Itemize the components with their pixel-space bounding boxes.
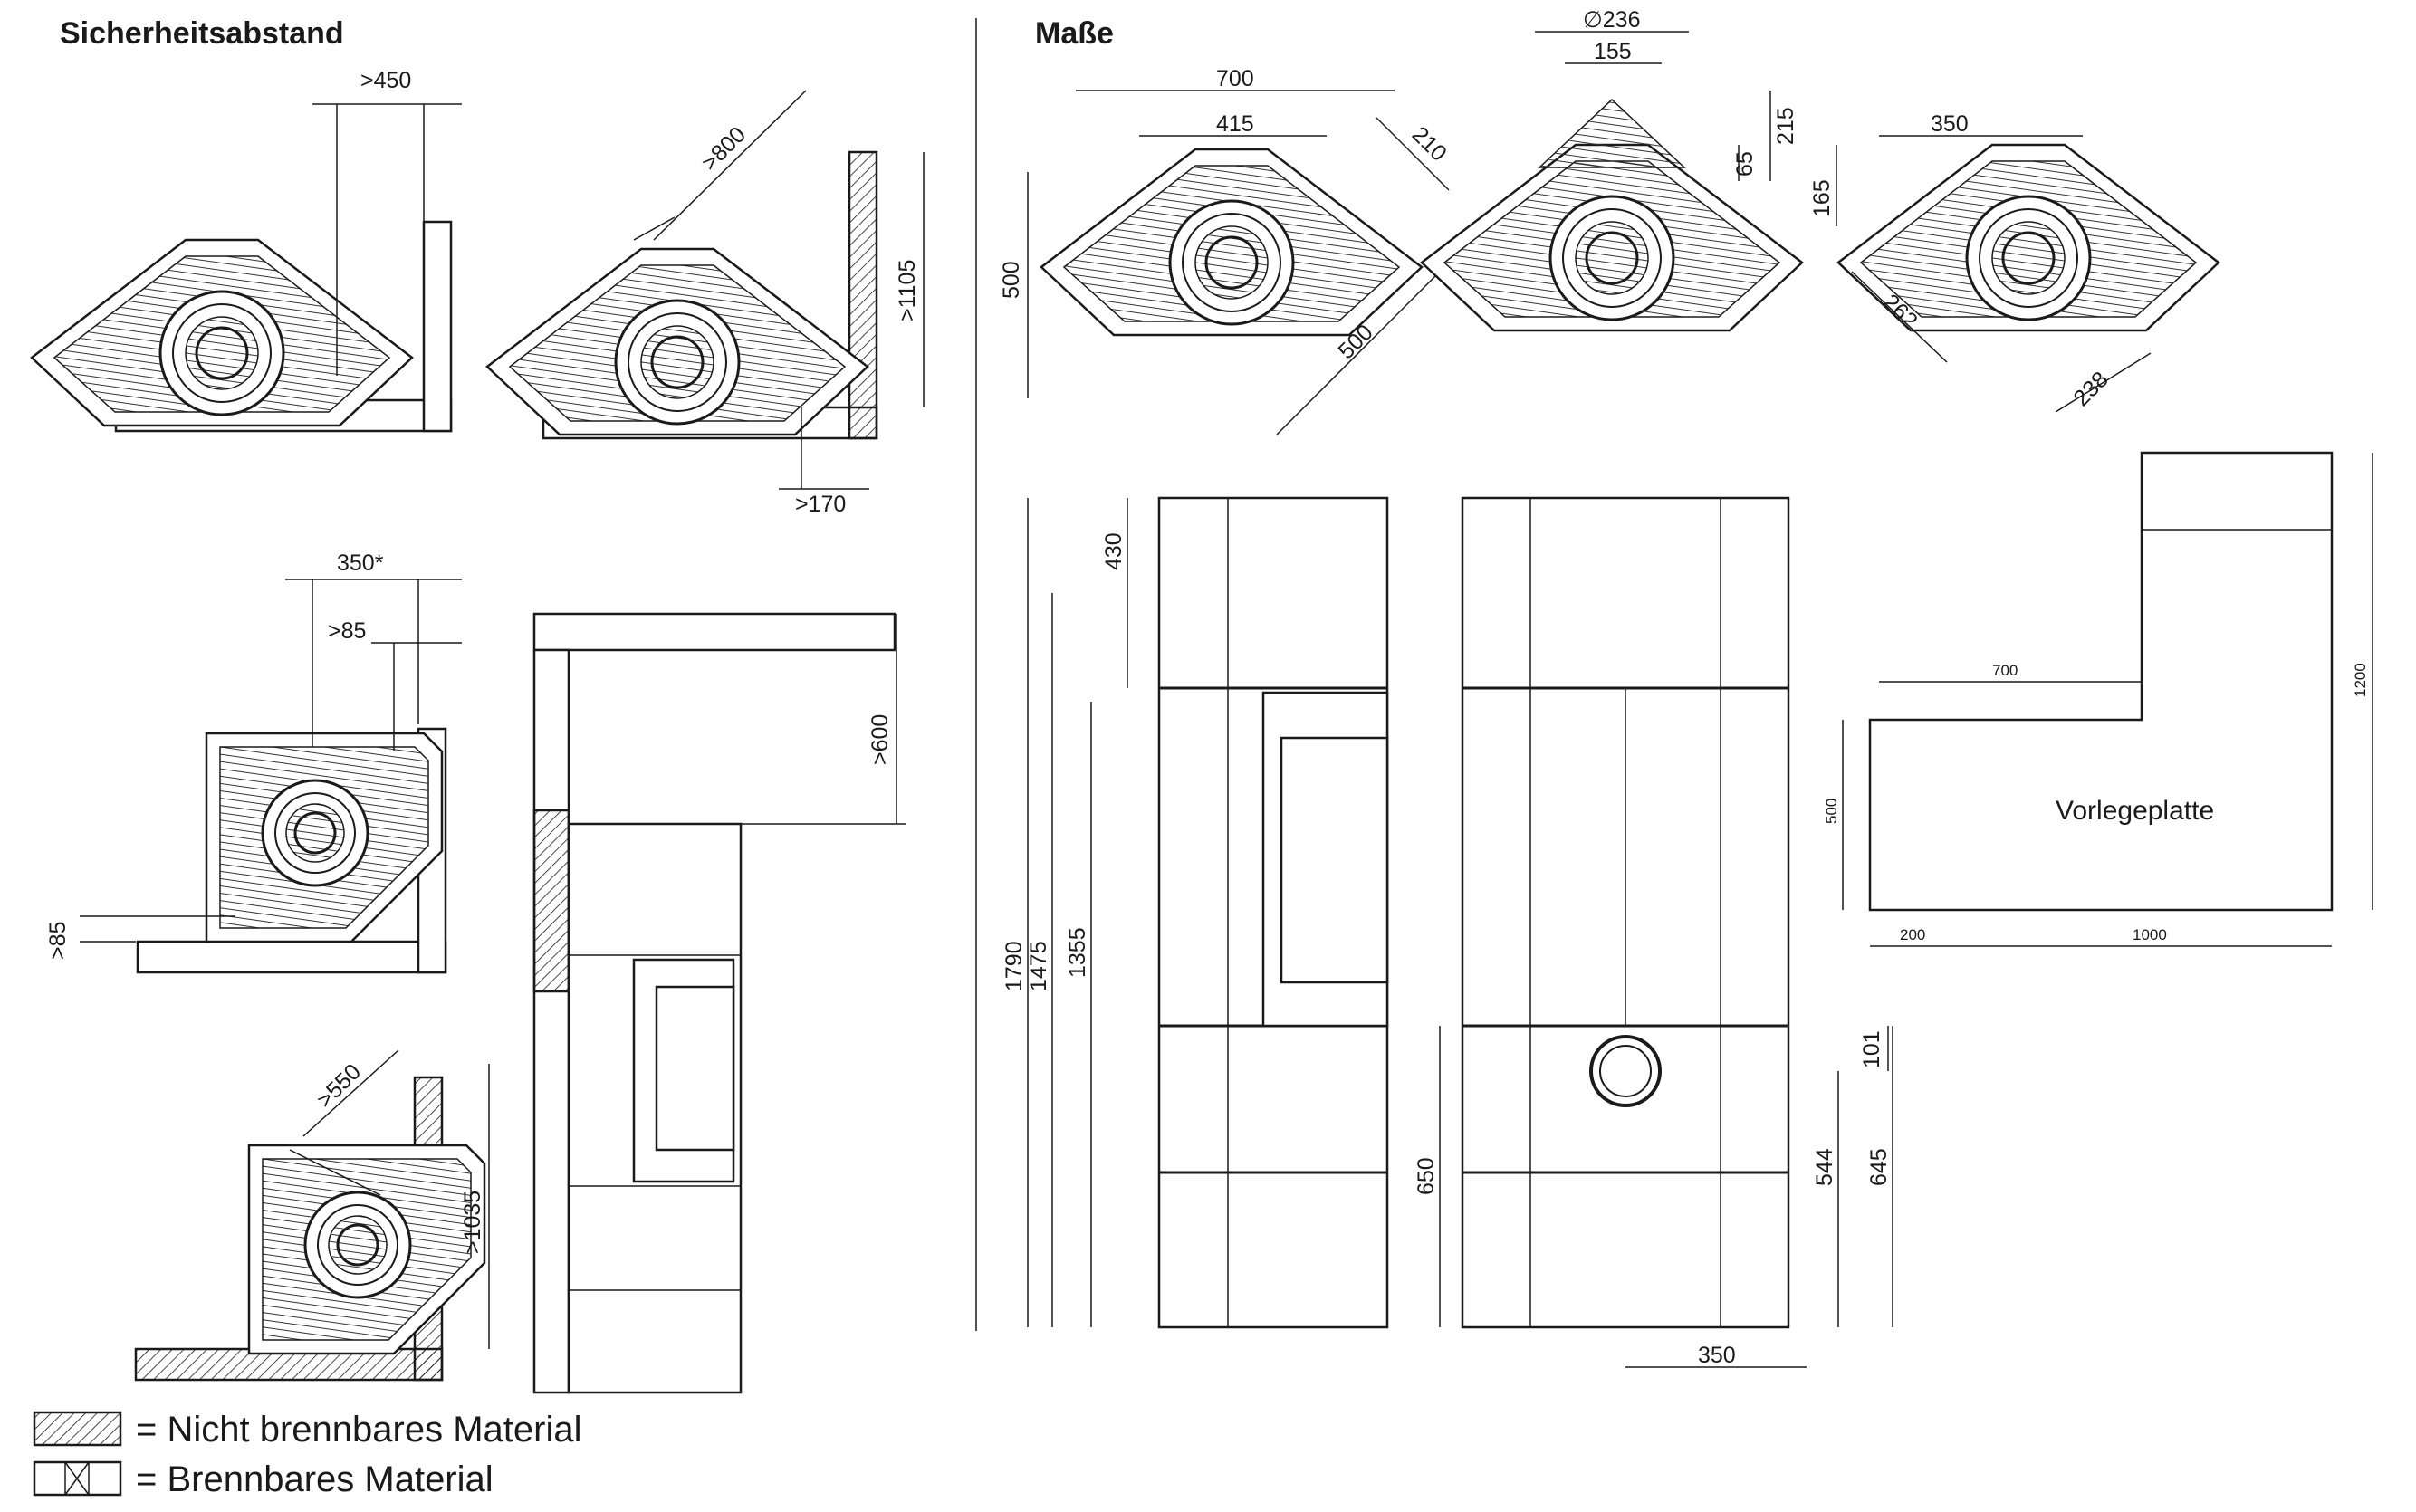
dim-label: ∅236 (1583, 7, 1641, 33)
legend-swatch-hatched (33, 1411, 122, 1447)
wall-combustible-ceiling (532, 612, 896, 652)
dim-label: >1105 (895, 260, 920, 321)
dim-label: 200 (1900, 926, 1925, 943)
dim-label: >1035 (460, 1191, 485, 1254)
dim-label: >170 (795, 492, 846, 517)
top-view-1: 700 415 210 500 500 (999, 66, 1452, 435)
front-elevation: 1790 1475 1355 430 650 (1002, 496, 1441, 1329)
dim-label: 1355 (1065, 927, 1090, 978)
dim-label: 430 (1101, 532, 1127, 570)
dim-label: >85 (328, 618, 366, 644)
dim-label: 101 (1859, 1030, 1884, 1068)
wall-noncombustible-strip (532, 809, 570, 993)
floor-plate-label: Vorlegeplatte (2056, 796, 2214, 826)
dim-label: >450 (360, 68, 411, 93)
dim-label: 500 (999, 261, 1024, 299)
top-view-3: 350 165 262 238 (1809, 111, 2220, 413)
dim-label: 1790 (1002, 941, 1027, 991)
dim-label: 65 (1732, 151, 1758, 177)
side-elevation: 101 544 645 350 (1461, 496, 1893, 1368)
legend-text-2: = Brennbares Material (136, 1459, 494, 1499)
safety-layout-1: >450 (30, 68, 462, 433)
safety-layout-3: 350* >85 >85 (45, 550, 462, 974)
dim-label: 650 (1414, 1157, 1439, 1195)
dim-label: 210 (1407, 121, 1452, 166)
dim-label: 500 (1823, 799, 1840, 824)
dim-label: 238 (2068, 367, 2113, 411)
safety-layout-4: >550 >1035 (134, 1049, 490, 1382)
dim-label: 350* (337, 550, 384, 576)
dim-label: >800 (696, 122, 751, 177)
dim-label: 1200 (2352, 663, 2369, 697)
dim-label: 1475 (1026, 941, 1051, 991)
wall-noncombustible-side (848, 150, 878, 440)
wall-combustible-floor (136, 940, 447, 974)
wall-combustible-side (422, 220, 453, 433)
legend: = Nicht brennbares Material = Brennbares… (33, 1410, 581, 1499)
dim-label: 544 (1812, 1148, 1837, 1186)
dim-label: 350 (1698, 1343, 1736, 1368)
dim-label: 700 (1216, 66, 1254, 91)
dim-label: 1000 (2133, 926, 2167, 943)
top-view-2: ∅236 155 215 65 (1420, 7, 1804, 332)
safety-layout-2: >800 >1105 >170 (485, 90, 925, 517)
legend-text-1: = Nicht brennbares Material (136, 1410, 581, 1450)
safety-heading: Sicherheitsabstand (60, 16, 344, 51)
dim-label: 415 (1216, 111, 1254, 137)
dim-label: 350 (1931, 111, 1969, 137)
wall-combustible-side (532, 648, 570, 1394)
dim-label: 155 (1594, 39, 1632, 64)
dim-label: >600 (868, 714, 893, 765)
dim-label: 215 (1773, 107, 1798, 145)
floor-plate: Vorlegeplatte 700 1200 500 200 1000 (1823, 451, 2373, 947)
dim-label: >85 (45, 922, 71, 960)
dim-label: 165 (1809, 179, 1835, 217)
dim-label: 645 (1866, 1148, 1892, 1186)
safety-layout-5: >600 (532, 612, 906, 1394)
dimensions-heading: Maße (1035, 16, 1114, 51)
dim-label: 700 (1992, 662, 2018, 679)
